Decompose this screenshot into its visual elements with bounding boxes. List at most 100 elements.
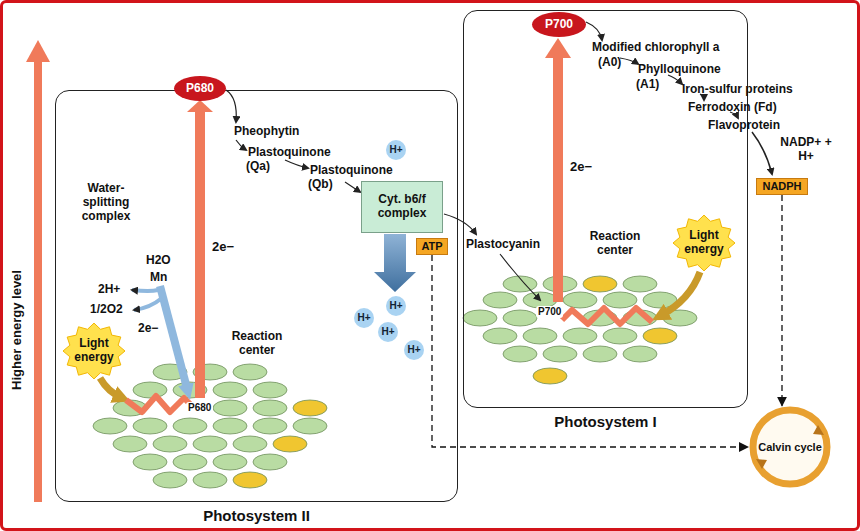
electron-label: 2e−	[212, 240, 234, 255]
node-text: NADPH	[762, 180, 801, 193]
carrier-name: Flavoprotein	[708, 119, 780, 133]
chain-arrow	[236, 140, 246, 150]
pigment-disc	[233, 364, 267, 380]
chain-arrow	[752, 132, 772, 174]
energy-axis	[26, 40, 50, 502]
node-text: H+	[407, 344, 420, 356]
photosystem-heading: Photosystem II	[56, 507, 457, 524]
node-text: Cyt. b6/f complex	[364, 193, 440, 221]
node-text: Light energy	[70, 337, 118, 365]
pigment-disc	[253, 382, 287, 398]
chain-arrow	[668, 75, 682, 84]
pigment-disc	[463, 310, 497, 326]
carrier-name: Modified chlorophyll a	[592, 41, 719, 55]
carrier-site: (Qb)	[308, 178, 333, 192]
pigment-disc	[483, 328, 517, 344]
pigment-disc	[623, 346, 657, 362]
cycle-circle: Calvin cycle	[748, 405, 832, 489]
pigment-disc	[213, 382, 247, 398]
proton-circle: H+	[354, 308, 374, 328]
cofactor-label: NADP+ + H+	[780, 136, 832, 164]
cycle-ring-circle	[753, 410, 827, 484]
electron-label: 2e−	[138, 322, 158, 336]
cycle-arrow-mark	[813, 425, 824, 435]
carrier-name: Plastoquinone	[310, 164, 393, 178]
complex-label: Water-splitting complex	[66, 182, 146, 223]
node-text: P700	[545, 18, 573, 32]
node-text: ATP	[421, 240, 442, 253]
node-text: Light energy	[680, 229, 728, 257]
pigment-disc	[503, 310, 537, 326]
proton-circle: H+	[378, 322, 398, 342]
light-burst: Light energy	[673, 215, 735, 271]
pigment-disc	[133, 382, 167, 398]
electron-excitation-arrow	[553, 56, 563, 302]
chain-arrow	[285, 160, 308, 168]
pigment-disc	[253, 400, 287, 416]
pigment-disc	[213, 418, 247, 434]
light-arrow	[100, 378, 122, 398]
oxygen-release-arrow	[134, 298, 162, 310]
carrier-site: (Qa)	[246, 160, 270, 174]
pigment-disc	[253, 418, 287, 434]
electron-excitation-head	[187, 100, 213, 112]
antenna-pigments	[93, 276, 697, 488]
light-burst: Light energy	[63, 323, 125, 379]
proton-circle: H+	[386, 140, 406, 160]
pigment-disc	[623, 276, 657, 292]
pigment-disc	[643, 328, 677, 344]
pigment-disc	[563, 292, 597, 308]
part-label: Reaction center	[584, 230, 646, 258]
pigment-disc	[253, 454, 287, 470]
pigment-disc	[543, 346, 577, 362]
proton-flow-arrow	[374, 234, 416, 292]
burst-star	[63, 323, 125, 379]
pigment-disc	[133, 418, 167, 434]
pigment-disc	[293, 418, 327, 434]
complex-box: Cyt. b6/f complex	[361, 181, 443, 233]
pigment-disc	[113, 436, 147, 452]
axis-label: Higher energy level	[10, 270, 25, 390]
product-tag: NADPH	[756, 178, 808, 195]
molecule-label: 1/2O2	[90, 303, 123, 317]
pigment-disc	[523, 328, 557, 344]
node-text: H+	[357, 312, 370, 324]
pigment-disc	[563, 328, 597, 344]
node-text: H+	[389, 300, 402, 312]
pigment-disc	[193, 436, 227, 452]
dashed-connector	[781, 195, 782, 406]
reaction-center-label: P700	[536, 306, 563, 318]
energy-transfer-zigzag	[562, 308, 652, 324]
carrier-site: (A0)	[598, 56, 621, 70]
carrier-name: Ferrodoxin (Fd)	[688, 101, 777, 115]
electron-label: 2e−	[570, 160, 592, 175]
chain-arrow	[500, 254, 540, 300]
molecule-label: H2O	[146, 254, 171, 268]
photosystem-heading: Photosystem I	[464, 413, 747, 430]
cycle-arrow-mark	[756, 459, 767, 469]
carrier-name: Iron-sulfur proteins	[682, 83, 793, 97]
node-text: P680	[186, 82, 214, 96]
pigment-disc	[293, 400, 327, 416]
pigment-disc	[93, 418, 127, 434]
molecule-label: 2H+	[98, 283, 120, 297]
reaction-center-oval: P700	[532, 12, 586, 37]
pigment-disc	[603, 328, 637, 344]
pigment-disc	[173, 454, 207, 470]
pigment-disc	[213, 400, 247, 416]
part-label: Reaction center	[226, 330, 288, 358]
electron-excitation-head	[545, 38, 571, 58]
water-electron-arrow	[160, 286, 188, 392]
energy-arrow-head	[26, 40, 50, 62]
burst-star	[673, 215, 735, 271]
proton-release-arrow	[132, 290, 158, 291]
electron-excitation-arrow	[195, 108, 205, 398]
carrier-site: (A1)	[636, 78, 659, 92]
pigment-disc	[533, 368, 567, 384]
carrier-name: Plastocyanin	[466, 238, 540, 252]
pigment-disc	[153, 472, 187, 488]
metal-label: Mn	[148, 271, 169, 285]
dashed-connector	[432, 255, 748, 447]
